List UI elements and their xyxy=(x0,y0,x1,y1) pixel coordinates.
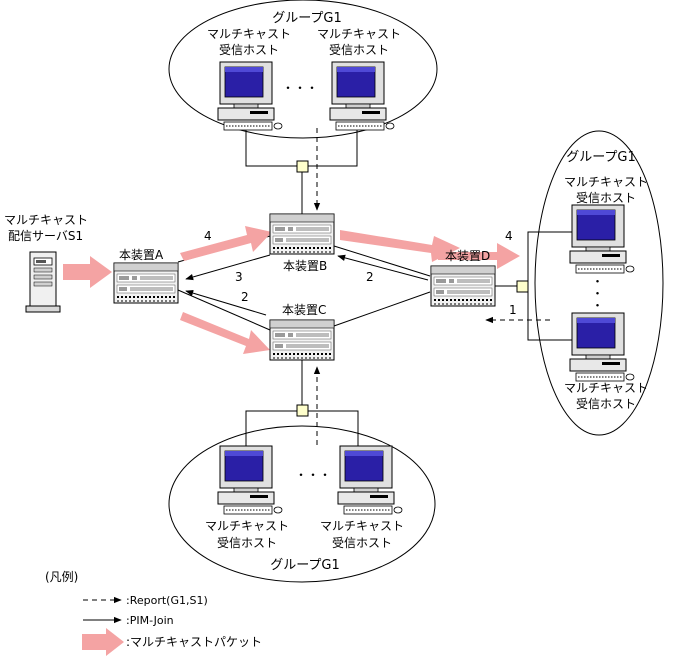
device-a-label: 本装置A xyxy=(119,248,164,262)
packet-arrow-a-to-b xyxy=(180,226,272,261)
device-a xyxy=(113,262,179,304)
top-host-a-label-2: 受信ホスト xyxy=(219,43,279,57)
right-host-a-label-1: マルチキャスト xyxy=(564,175,648,189)
server-label-1: マルチキャスト xyxy=(4,213,88,227)
top-host-a-icon xyxy=(217,61,283,131)
right-dots: ・・・ xyxy=(590,275,604,311)
pim-join-arrow-b-to-a xyxy=(185,254,271,281)
legend-packet-label: :マルチキャストパケット xyxy=(126,635,262,649)
link-c-d xyxy=(333,291,431,327)
group-bottom-title: グループG1 xyxy=(270,558,340,573)
bottom-host-a-label-2: 受信ホスト xyxy=(217,536,277,550)
bottom-hub xyxy=(296,404,309,417)
legend-packet-arrow xyxy=(82,628,124,656)
top-host-b-label-1: マルチキャスト xyxy=(317,27,401,41)
top-hub-line xyxy=(245,127,358,167)
right-host-b-icon xyxy=(569,312,635,382)
right-host-b-label-1: マルチキャスト xyxy=(564,381,648,395)
right-host-a-label-2: 受信ホスト xyxy=(576,191,636,205)
device-b xyxy=(269,213,335,255)
legend-report-label: :Report(G1,S1) xyxy=(126,594,208,607)
top-host-a-label-1: マルチキャスト xyxy=(207,27,291,41)
top-dots: ・・・ xyxy=(282,81,318,95)
legend-title: (凡例) xyxy=(45,570,78,584)
link-a-c xyxy=(177,289,271,331)
packet-arrow-a-to-c xyxy=(180,312,270,354)
step-number-d-to-right: 4 xyxy=(505,229,513,243)
group-right-ellipse xyxy=(534,130,664,436)
server-label-2: 配信サーバS1 xyxy=(8,229,83,243)
group-right-title: グループG1 xyxy=(566,150,636,165)
top-host-b-icon xyxy=(329,61,395,131)
packet-arrow-b-to-d xyxy=(340,230,460,262)
right-hub xyxy=(516,280,529,293)
device-b-label: 本装置B xyxy=(283,259,327,273)
bottom-host-a-label-1: マルチキャスト xyxy=(205,519,289,533)
top-hub xyxy=(296,160,309,173)
legend-pim-join-label: :PIM-Join xyxy=(126,614,174,627)
pim-join-arrow-c-to-a xyxy=(185,290,267,316)
step-number-a-to-b: 4 xyxy=(204,229,212,243)
bottom-host-b-label-2: 受信ホスト xyxy=(332,536,392,550)
right-host-a-icon xyxy=(569,204,635,274)
packet-arrow-server-to-a xyxy=(63,256,112,288)
pim-join-arrow-d-to-b xyxy=(337,254,429,281)
right-host-b-label-2: 受信ホスト xyxy=(576,397,636,411)
group-top-title: グループG1 xyxy=(272,11,342,26)
packet-arrow-d-to-right xyxy=(438,243,520,269)
step-number-c-to-a: 2 xyxy=(241,290,249,304)
device-d-label: 本装置D xyxy=(445,249,490,263)
device-c-label: 本装置C xyxy=(282,303,326,317)
device-c xyxy=(269,319,335,361)
device-d xyxy=(430,265,496,307)
bottom-host-b-label-1: マルチキャスト xyxy=(320,519,404,533)
link-b-d xyxy=(333,245,431,277)
step-number-report-right: 1 xyxy=(509,303,517,317)
step-number-b-to-a: 3 xyxy=(235,270,243,284)
bottom-host-b-icon xyxy=(337,445,403,515)
step-number-d-to-b: 2 xyxy=(366,270,374,284)
top-host-b-label-2: 受信ホスト xyxy=(329,43,389,57)
group-bottom-ellipse xyxy=(168,425,436,583)
group-top-ellipse xyxy=(168,0,438,139)
server-icon xyxy=(25,251,61,313)
bottom-host-a-icon xyxy=(217,445,283,515)
bottom-dots: ・・・ xyxy=(295,468,331,482)
